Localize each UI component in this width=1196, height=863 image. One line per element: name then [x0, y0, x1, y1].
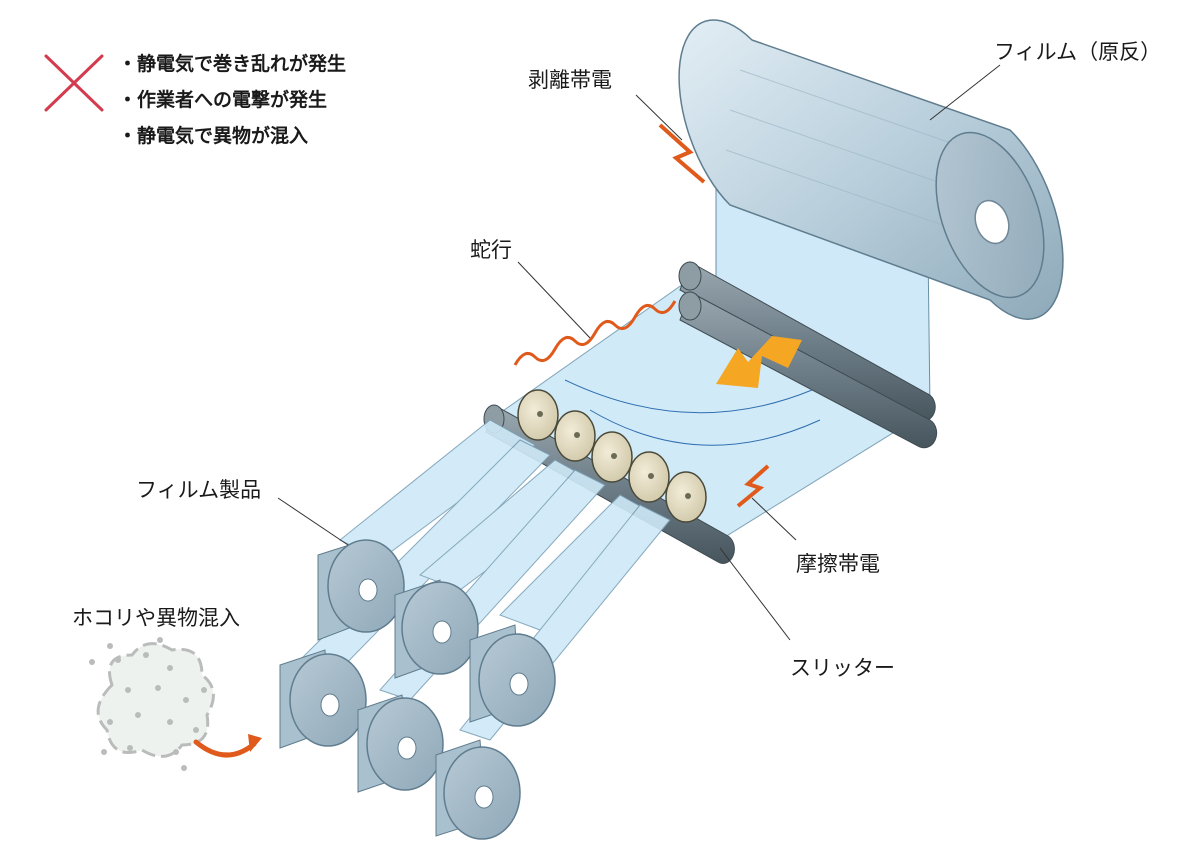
peel-static-lightning-icon	[658, 123, 706, 184]
leader-lines	[277, 64, 1001, 641]
warning-item: 静電気で巻き乱れが発生	[118, 46, 346, 82]
slitter-label: スリッター	[790, 656, 895, 680]
product-roll	[469, 624, 556, 727]
film-product-label: フィルム製品	[136, 478, 262, 502]
warning-item: 作業者への電撃が発生	[118, 82, 346, 118]
slitter	[483, 389, 735, 564]
raw-film-label: フィルム（原反）	[994, 40, 1162, 64]
warning-list: 静電気で巻き乱れが発生 作業者への電撃が発生 静電気で異物が混入	[118, 46, 346, 154]
meander-wave-icon	[513, 300, 677, 366]
dust-label: ホコリや異物混入	[72, 606, 240, 630]
direction-arrow-icon	[716, 336, 802, 388]
product-rolls	[279, 539, 556, 840]
peel-charging-label: 剥離帯電	[528, 68, 612, 92]
product-roll	[279, 649, 367, 749]
friction-static-lightning-icon	[736, 464, 770, 508]
product-roll	[435, 739, 521, 840]
product-roll	[394, 579, 479, 679]
red-x-icon	[44, 54, 104, 112]
meander-label: 蛇行	[470, 238, 512, 262]
guide-rollers	[678, 261, 938, 449]
warning-item: 静電気で異物が混入	[118, 118, 346, 154]
raw-film-roll	[678, 19, 1064, 411]
product-roll	[317, 539, 405, 641]
dust-cloud-icon	[89, 637, 262, 771]
product-roll	[357, 694, 444, 793]
friction-charging-label: 摩擦帯電	[796, 552, 880, 576]
